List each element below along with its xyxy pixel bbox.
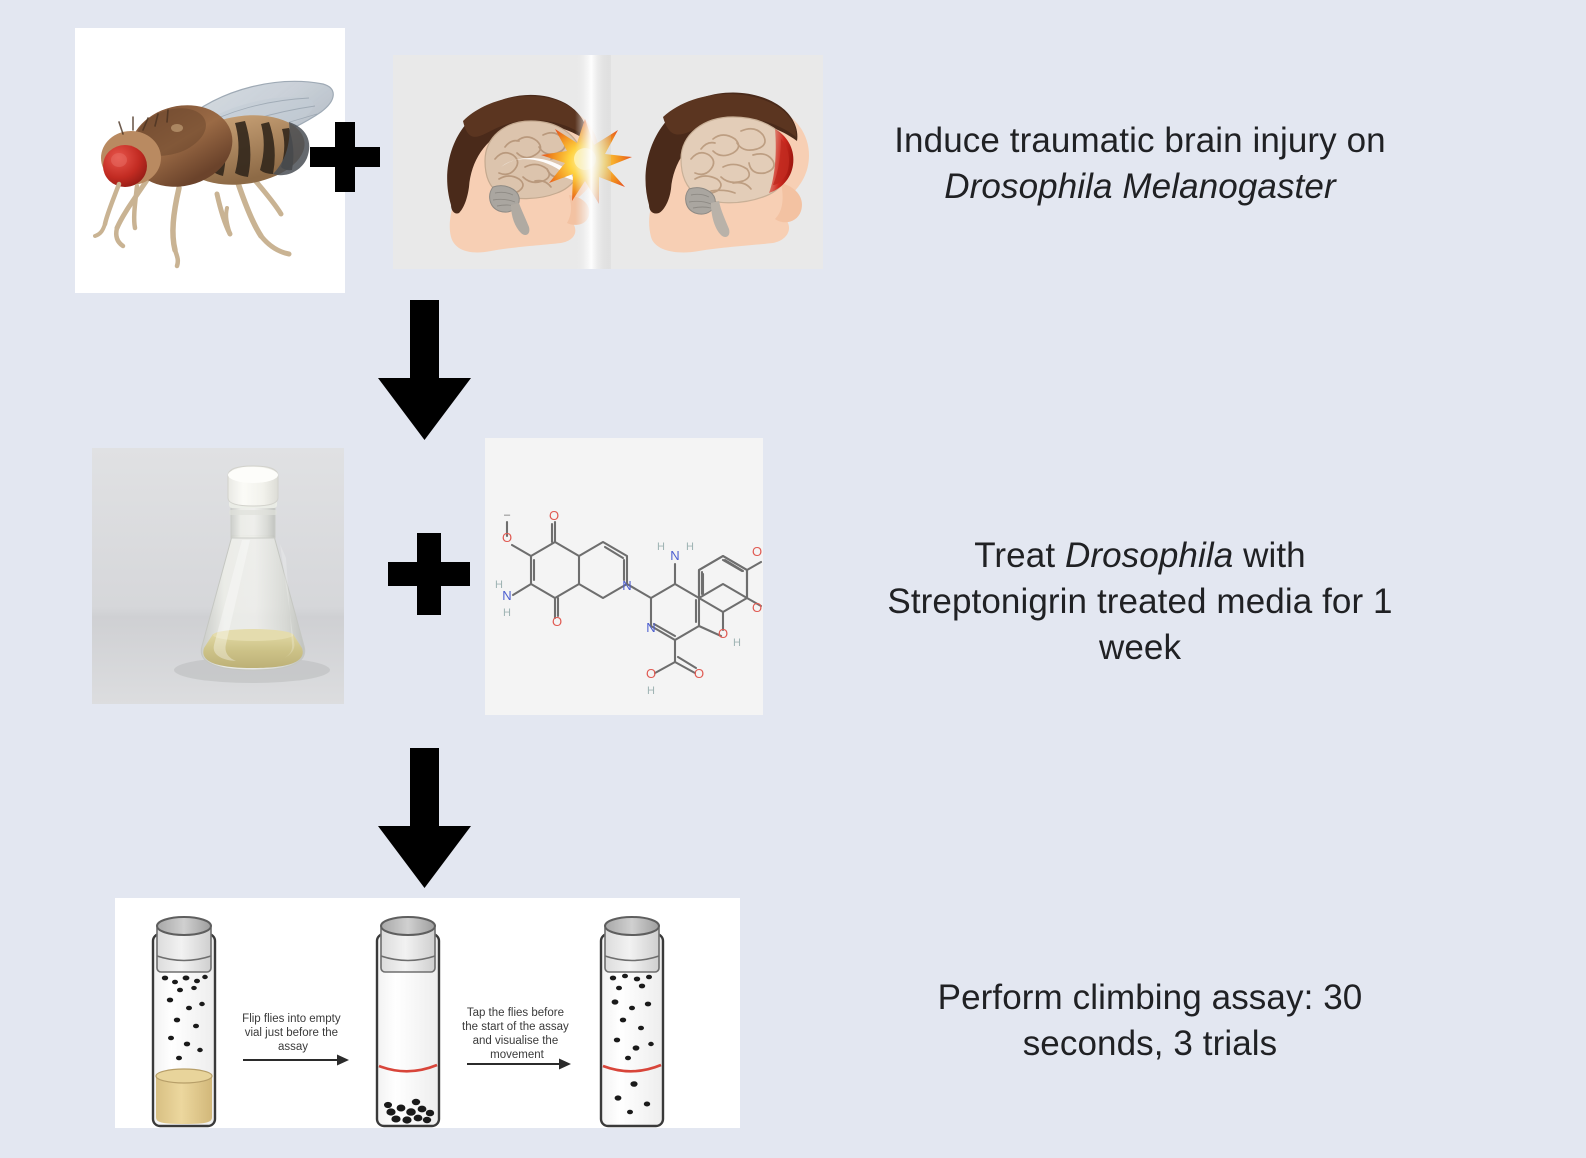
atom-label-N: N (502, 588, 511, 603)
atom-label-H: H (733, 637, 741, 649)
atom-label-H: H (686, 541, 694, 553)
climbing-assay-diagram: Flip flies into empty vial just before t… (115, 898, 740, 1128)
step-3-caption-line-1: Perform climbing assay: 30 (937, 978, 1363, 1017)
atom-label-O: O (694, 666, 704, 681)
plus-symbol-step-1 (310, 122, 380, 192)
down-arrow-2 (372, 748, 477, 888)
plus-symbol-step-2 (388, 533, 470, 615)
atom-label-H: H (657, 541, 665, 553)
step-2-caption-line-2: Streptonigrin treated media for 1 (887, 582, 1393, 622)
atom-label-H: H (647, 685, 655, 697)
step-2-caption-suffix: with (1233, 536, 1306, 575)
atom-label-O: O (752, 600, 762, 615)
flask-illustration (92, 448, 344, 704)
atom-label-O: O (549, 508, 559, 523)
step-2-caption-line-3: week (1098, 628, 1182, 668)
drosophila-fly-photo (75, 28, 345, 293)
brain-injury-graphic (393, 55, 823, 269)
streptonigrin-structure: O O O ‒ N H H N N H H N O O H O H O O (485, 438, 763, 715)
arrow-down-icon (378, 748, 471, 888)
atom-label-N: N (646, 620, 655, 635)
atom-label-H: H (503, 607, 511, 619)
step-2-caption: Treat Drosophila with Streptonigrin trea… (855, 533, 1425, 672)
atom-label-N: N (622, 578, 631, 593)
step-1-caption-line-1: Induce traumatic brain injury on (894, 121, 1386, 160)
atom-label-CH3: ‒ (504, 509, 511, 521)
step-1-caption-species: Drosophila Melanogaster (944, 167, 1336, 207)
fly-media-flask-photo (92, 448, 344, 704)
fly-illustration (75, 28, 345, 293)
atom-label-H: H (495, 579, 503, 591)
down-arrow-1 (372, 300, 477, 440)
step-2-caption-species: Drosophila (1064, 536, 1234, 575)
step-1-caption: Induce traumatic brain injury on Drosoph… (855, 118, 1425, 210)
chemical-structure-diagram: O O O ‒ N H H N N H H N O O H O H O O (485, 438, 763, 715)
assay-step-label-2: Tap the flies before the start of the as… (462, 1007, 572, 1061)
atom-label-O: O (718, 626, 728, 641)
assay-step-label-1: Flip flies into empty vial just before t… (242, 1013, 344, 1053)
atom-label-O: O (552, 614, 562, 629)
step-3-caption: Perform climbing assay: 30 seconds, 3 tr… (890, 975, 1410, 1067)
atom-label-O: O (646, 666, 656, 681)
atom-label-O: O (752, 544, 762, 559)
atom-label-N: N (670, 548, 679, 563)
step-3-caption-line-2: seconds, 3 trials (1022, 1024, 1278, 1064)
arrow-down-icon (378, 300, 471, 440)
step-2-caption-prefix: Treat (974, 536, 1065, 575)
atom-label-O: O (502, 530, 512, 545)
traumatic-brain-injury-illustration (393, 55, 823, 269)
climbing-assay-graphic: Flip flies into empty vial just before t… (115, 898, 740, 1128)
